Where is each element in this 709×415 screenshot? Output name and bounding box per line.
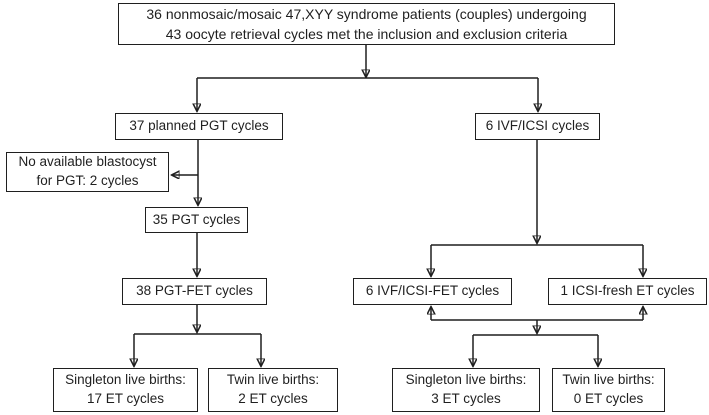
node-twin-live-births-pgt: Twin live births: 2 ET cycles xyxy=(208,368,338,412)
node-ivf-icsi-fet-cycles: 6 IVF/ICSI-FET cycles xyxy=(353,278,512,305)
node-icsi-fresh-et-cycles: 1 ICSI-fresh ET cycles xyxy=(548,278,707,305)
node-pgt-cycles: 35 PGT cycles xyxy=(145,207,248,233)
node-no-available-blastocyst: No available blastocyst for PGT: 2 cycle… xyxy=(6,152,169,192)
node-inclusion-criteria: 36 nonmosaic/mosaic 47,XYY syndrome pati… xyxy=(118,3,615,45)
node-twin-live-births-ivf: Twin live births: 0 ET cycles xyxy=(552,368,665,412)
node-singleton-live-births-pgt: Singleton live births: 17 ET cycles xyxy=(53,368,198,412)
node-singleton-live-births-ivf: Singleton live births: 3 ET cycles xyxy=(392,368,540,412)
node-pgt-fet-cycles: 38 PGT-FET cycles xyxy=(122,278,267,305)
node-planned-pgt-cycles: 37 planned PGT cycles xyxy=(115,113,283,140)
node-ivf-icsi-cycles: 6 IVF/ICSI cycles xyxy=(475,113,600,140)
